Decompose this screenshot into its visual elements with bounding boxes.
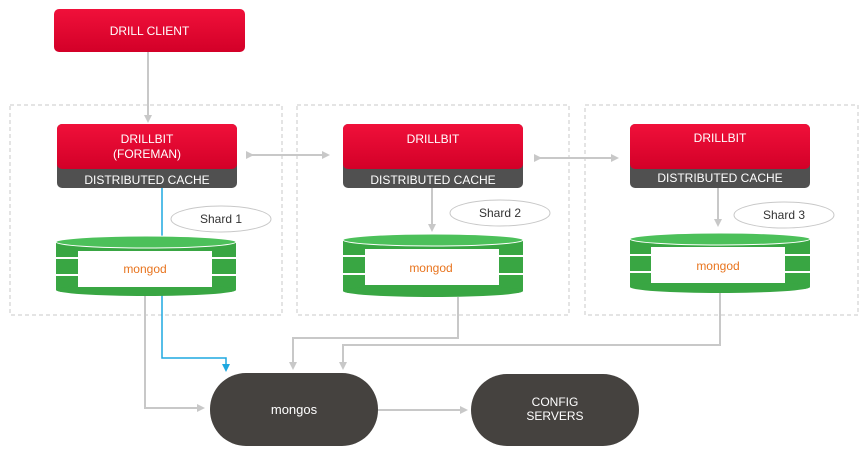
mongos-router: mongos xyxy=(210,373,378,446)
node-2: DRILLBIT DISTRIBUTED CACHE Shard 2 mongo… xyxy=(342,124,551,297)
config-label-line1: CONFIG xyxy=(532,395,579,409)
shard-label-3: Shard 3 xyxy=(763,208,805,222)
shard-bubble-1 xyxy=(170,205,272,233)
mongod-label-3: mongod xyxy=(696,259,739,273)
drill-client-label: DRILL CLIENT xyxy=(110,24,190,38)
cache-label-3: DISTRIBUTED CACHE xyxy=(657,171,782,185)
node-container-2 xyxy=(296,104,570,316)
cache-label-1: DISTRIBUTED CACHE xyxy=(84,173,209,187)
mongod-db-3: mongod xyxy=(629,232,811,293)
mongod-label-1: mongod xyxy=(123,262,166,276)
node-1: DRILLBIT (FOREMAN) DISTRIBUTED CACHE Sha… xyxy=(55,124,272,296)
mongod-label-2: mongod xyxy=(409,261,452,275)
node-container-3 xyxy=(584,104,859,316)
node-3: DRILLBIT DISTRIBUTED CACHE Shard 3 mongo… xyxy=(629,124,835,293)
shard-label-1: Shard 1 xyxy=(200,212,242,226)
shard-label-2: Shard 2 xyxy=(479,206,521,220)
cache-label-2: DISTRIBUTED CACHE xyxy=(370,173,495,187)
drillbit-label-3: DRILLBIT xyxy=(694,131,747,145)
drillbit-label-2: DRILLBIT xyxy=(407,132,460,146)
arrow-mongod1-to-mongos xyxy=(144,290,205,412)
mongod-db-1: mongod xyxy=(55,235,237,296)
drillbit-sublabel-1: (FOREMAN) xyxy=(113,147,181,161)
shard-bubble-3 xyxy=(733,201,835,229)
config-servers: CONFIG SERVERS xyxy=(471,374,639,446)
connectors xyxy=(144,52,722,414)
mongod-db-2: mongod xyxy=(342,233,524,297)
drill-client-box: DRILL CLIENT xyxy=(54,9,245,52)
arrow-mongod3-to-mongos xyxy=(339,293,721,370)
shard-bubble-2 xyxy=(449,199,551,227)
config-label-line2: SERVERS xyxy=(526,409,583,423)
drillbit-label-1: DRILLBIT xyxy=(121,132,174,146)
arrow-mongod2-to-mongos xyxy=(289,297,459,370)
mongos-label: mongos xyxy=(271,402,318,417)
